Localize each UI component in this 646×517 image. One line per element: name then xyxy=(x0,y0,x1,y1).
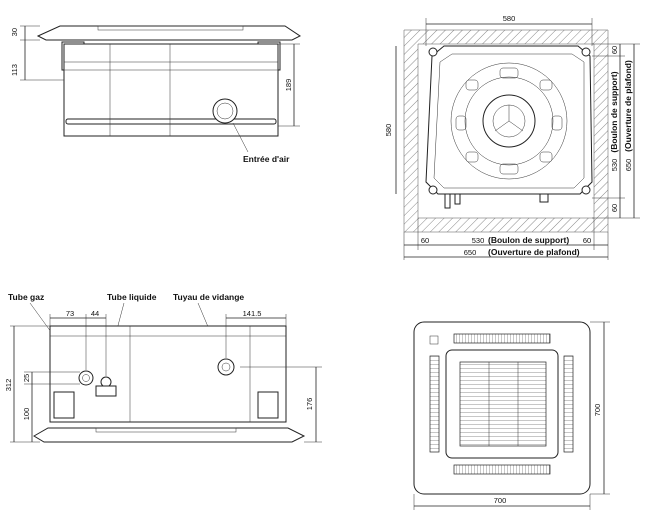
label-drain-pipe: Tuyau de vidange xyxy=(173,292,244,302)
dim-panel-700-height: 700 xyxy=(593,404,602,417)
dim-panel-700-width: 700 xyxy=(494,496,507,505)
dim-bottom-60-right: 60 xyxy=(583,236,591,245)
dim-73: 73 xyxy=(66,309,74,318)
dim-30: 30 xyxy=(10,28,19,36)
label-air-inlet: Entrée d'air xyxy=(243,154,290,164)
dim-44: 44 xyxy=(91,309,99,318)
label-gas-pipe: Tube gaz xyxy=(8,292,44,302)
dim-189: 189 xyxy=(284,79,293,92)
side-view-top: 30 113 189 Entrée d'air xyxy=(10,25,301,164)
label-support-bolt-horizontal: (Boulon de support) xyxy=(488,235,569,245)
front-view: Tube gaz Tube liquide Tuyau de vidange 7… xyxy=(4,292,322,443)
dim-left-580: 580 xyxy=(384,124,393,137)
panel-view: 700 700 xyxy=(413,321,610,510)
dim-25: 25 xyxy=(22,374,31,382)
label-support-bolt-vertical: (Boulon de support) xyxy=(609,71,619,152)
dim-176: 176 xyxy=(305,398,314,411)
dim-right-650: 650 xyxy=(624,159,633,172)
dim-top-580: 580 xyxy=(503,14,516,23)
dim-141-5: 141.5 xyxy=(243,309,262,318)
dim-bottom-650: 650 xyxy=(464,248,477,257)
dim-bottom-530: 530 xyxy=(472,236,485,245)
label-ceiling-opening-horizontal: (Ouverture de plafond) xyxy=(488,247,580,257)
dim-right-60-top: 60 xyxy=(610,46,619,54)
label-liquid-pipe: Tube liquide xyxy=(107,292,157,302)
plan-view: 580 580 60 530 60 650 (Boulon de support… xyxy=(384,14,640,260)
dim-bottom-60-left: 60 xyxy=(421,236,429,245)
label-ceiling-opening-vertical: (Ouverture de plafond) xyxy=(623,60,633,152)
dim-113: 113 xyxy=(10,64,19,76)
dim-100: 100 xyxy=(22,408,31,421)
dim-right-60-bottom: 60 xyxy=(610,204,619,212)
dim-312: 312 xyxy=(4,379,13,392)
dim-right-530: 530 xyxy=(610,159,619,172)
